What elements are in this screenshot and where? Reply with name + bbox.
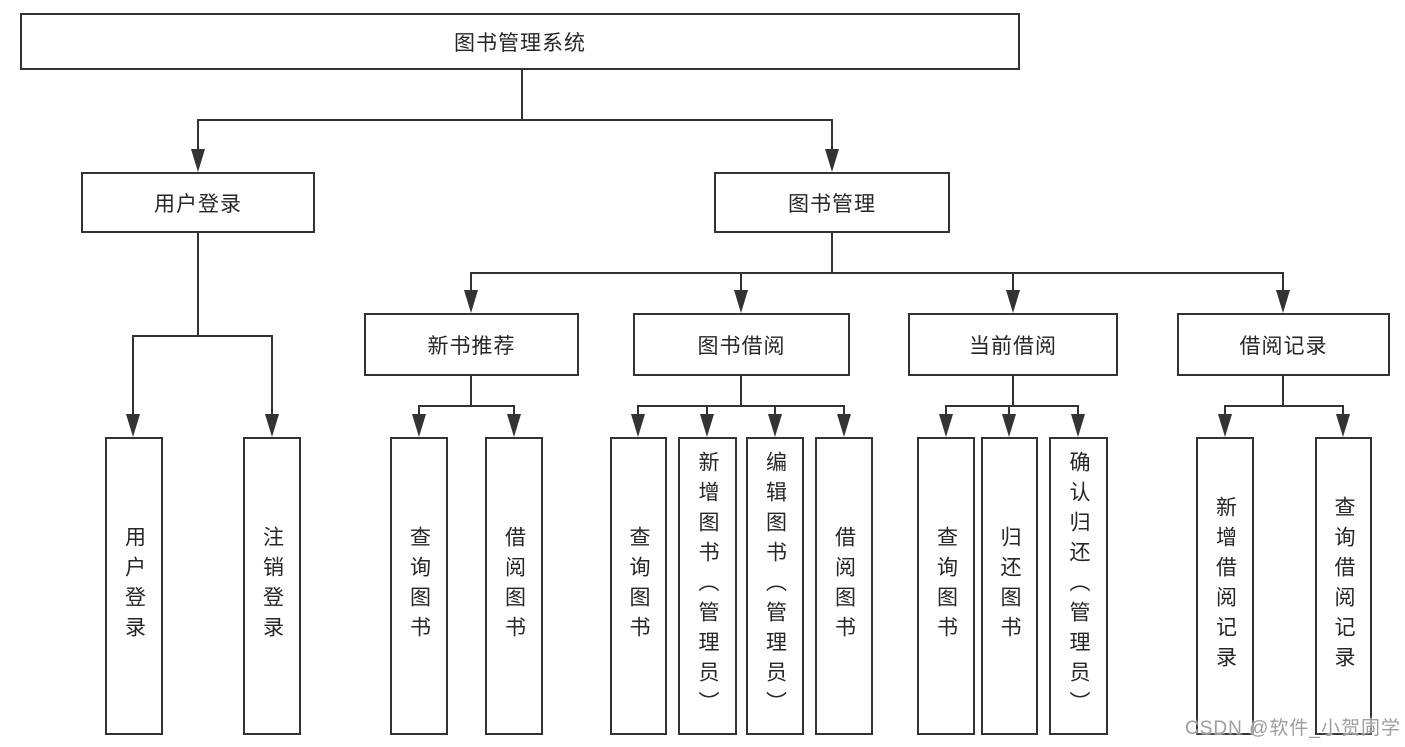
connector-userlogin-left-drop [132,335,134,414]
connector-records-stem [1282,376,1284,406]
arrow-down-icon [1002,414,1016,437]
leaf-add-borrow-record: 新增借阅记录 [1196,437,1254,735]
arrow-down-icon [825,149,839,172]
arrow-down-icon [939,414,953,437]
connector-records-hbar [1225,405,1344,407]
node-book-borrow-label: 图书借阅 [697,334,786,358]
arrow-down-icon [1071,414,1085,437]
node-root-label: 图书管理系统 [454,31,586,55]
watermark-text: CSDN @软件_小贺同学 [1185,718,1401,739]
connector-newbook-drop [513,405,515,414]
leaf-query-books-current: 查询图书 [917,437,975,735]
node-book-management: 图书管理 [714,172,950,233]
node-current-borrow-label: 当前借阅 [969,334,1057,358]
arrow-down-icon [1218,414,1232,437]
connector-newbook-drop [418,405,420,414]
connector-bookborrow-drop [706,405,708,414]
leaf-query-books-current-label: 查询图书 [934,526,958,646]
leaf-logout: 注销登录 [243,437,301,735]
leaf-query-books-borrow: 查询图书 [610,437,667,735]
leaf-query-borrow-record: 查询借阅记录 [1315,437,1372,735]
node-root: 图书管理系统 [20,13,1020,70]
arrow-down-icon [507,414,521,437]
leaf-query-books-recommend: 查询图书 [390,437,448,735]
arrow-down-icon [1276,290,1290,313]
arrow-down-icon [700,414,714,437]
leaf-return-book: 归还图书 [981,437,1038,735]
connector-userlogin-stem [197,233,199,336]
connector-bookborrow-hbar [638,405,845,407]
leaf-add-book-admin: 新增图书（管理员） [678,437,737,735]
arrow-down-icon [768,414,782,437]
connector-bookborrow-drop [637,405,639,414]
connector-userlogin-hbar [133,335,273,337]
connector-bookmgmt-drop [1282,272,1284,290]
arrow-down-icon [1006,290,1020,313]
arrow-down-icon [631,414,645,437]
node-book-borrow: 图书借阅 [633,313,850,376]
node-borrow-records: 借阅记录 [1177,313,1390,376]
leaf-logout-label: 注销登录 [260,526,284,646]
leaf-borrow-books: 借阅图书 [815,437,873,735]
node-current-borrow: 当前借阅 [908,313,1118,376]
node-user-login-label: 用户登录 [154,192,242,216]
connector-bookmgmt-drop [740,272,742,290]
arrow-down-icon [191,149,205,172]
leaf-borrow-books-recommend-label: 借阅图书 [502,526,526,646]
connector-root-right-drop [831,119,833,149]
connector-currentborrow-hbar [946,405,1079,407]
node-new-book-recommend: 新书推荐 [364,313,579,376]
leaf-return-book-label: 归还图书 [998,526,1021,646]
leaf-query-books-recommend-label: 查询图书 [407,526,431,646]
arrow-down-icon [837,414,851,437]
leaf-confirm-return-admin-label: 确认归还（管理员） [1067,451,1090,721]
leaf-user-login: 用户登录 [105,437,163,735]
connector-bookborrow-drop [843,405,845,414]
arrow-down-icon [734,290,748,313]
connector-records-drop [1342,405,1344,414]
connector-currentborrow-stem [1012,376,1014,406]
connector-userlogin-right-drop [271,335,273,414]
connector-records-drop [1224,405,1226,414]
leaf-edit-book-admin: 编辑图书（管理员） [746,437,804,735]
arrow-down-icon [464,290,478,313]
connector-bookborrow-stem [740,376,742,406]
leaf-user-login-label: 用户登录 [122,526,146,646]
connector-root-stem [521,70,523,120]
connector-bookmgmt-drop [1012,272,1014,290]
connector-root-left-drop [197,119,199,149]
connector-newbook-stem [470,376,472,406]
connector-root-hbar [197,119,833,121]
leaf-query-books-borrow-label: 查询图书 [627,526,650,646]
node-user-login: 用户登录 [81,172,315,233]
connector-currentborrow-drop [945,405,947,414]
leaf-add-borrow-record-label: 新增借阅记录 [1213,496,1237,676]
connector-bookmgmt-hbar [471,272,1284,274]
connector-bookmgmt-drop [470,272,472,290]
arrow-down-icon [126,414,140,437]
connector-bookmgmt-stem [831,233,833,273]
leaf-edit-book-admin-label: 编辑图书（管理员） [763,451,787,721]
leaf-query-borrow-record-label: 查询借阅记录 [1332,496,1355,676]
connector-currentborrow-drop [1077,405,1079,414]
node-borrow-records-label: 借阅记录 [1239,334,1328,358]
arrow-down-icon [265,414,279,437]
arrow-down-icon [1336,414,1350,437]
connector-bookborrow-drop [774,405,776,414]
node-book-management-label: 图书管理 [788,192,876,216]
leaf-borrow-books-recommend: 借阅图书 [485,437,543,735]
leaf-confirm-return-admin: 确认归还（管理员） [1049,437,1108,735]
connector-newbook-hbar [419,405,515,407]
connector-currentborrow-drop [1008,405,1010,414]
arrow-down-icon [412,414,426,437]
leaf-borrow-books-label: 借阅图书 [832,526,856,646]
node-new-book-recommend-label: 新书推荐 [427,334,516,358]
leaf-add-book-admin-label: 新增图书（管理员） [696,451,719,721]
